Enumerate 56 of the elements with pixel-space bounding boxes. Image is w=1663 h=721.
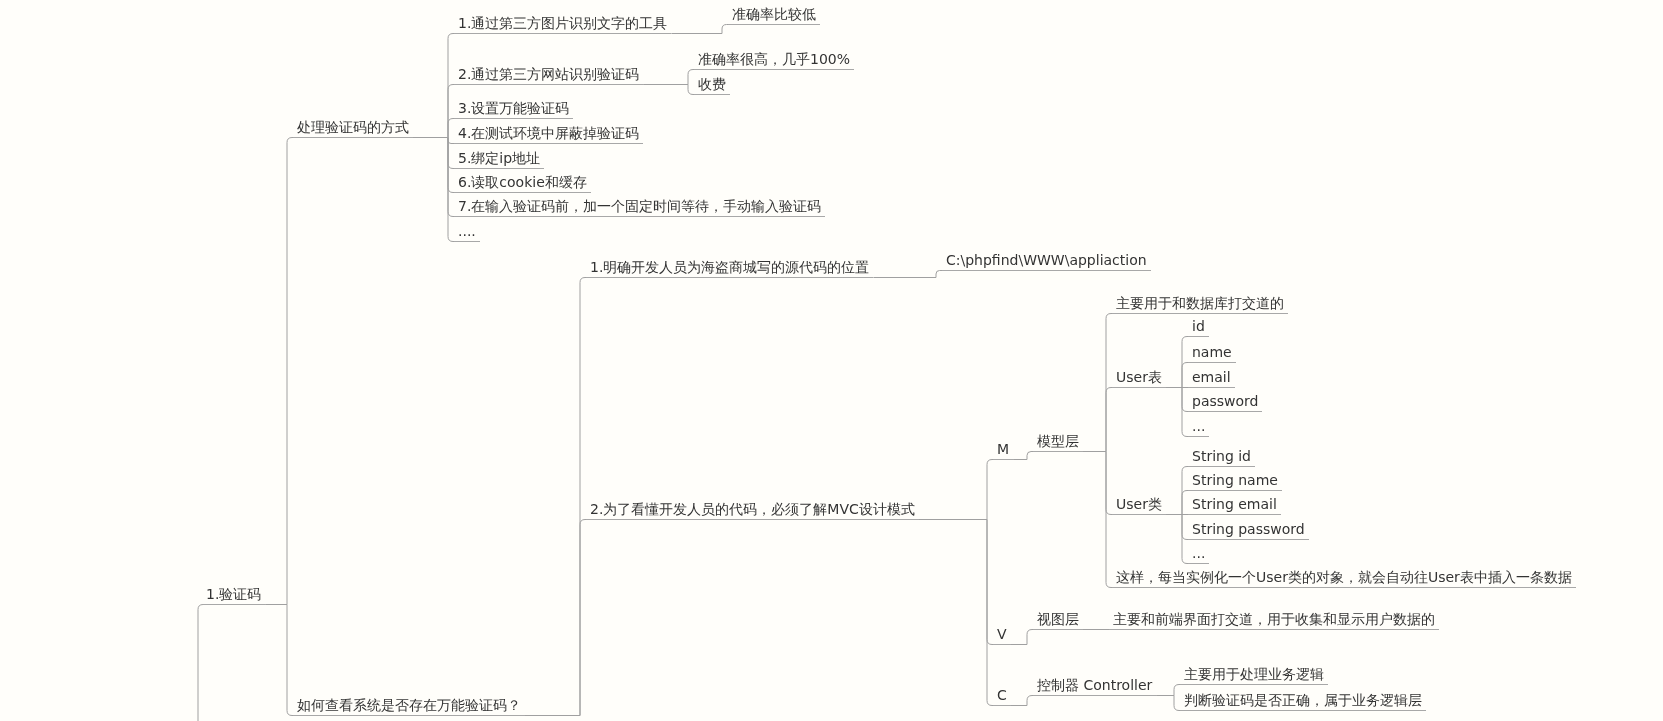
connector-line [264,604,294,716]
topic-node: password [1188,392,1263,412]
topic-node: String id [1188,447,1255,467]
topic-node: 处理验证码的方式 [293,118,413,138]
connector-line [642,84,695,95]
connector-line [670,24,729,34]
topic-node: 控制器 Controller [1033,676,1157,696]
topic-node: 2.为了看懂开发人员的代码，必须了解MVC设计模式 [586,500,919,520]
topic-node: 准确率比较低 [728,5,820,25]
topic-node: M [993,440,1014,460]
topic-node: 主要和前端界面打交道，用于收集和显示用户数据的 [1109,610,1439,630]
topic-node: 4.在测试环境中屏蔽掉验证码 [454,124,644,144]
connector-line [524,519,587,716]
topic-node: 1.验证码 [202,585,266,605]
topic-node: ... [1188,417,1210,437]
topic-node: User类 [1112,495,1166,515]
topic-node: 准确率很高，几乎100% [694,50,855,70]
topic-node: 主要用于和数据库打交道的 [1112,294,1288,314]
connector-line [1082,451,1113,588]
connector-line [872,270,943,278]
topic-node: id [1188,317,1209,337]
topic-node: 如何查看系统是否存在万能验证码？ [293,696,525,716]
connector-line [1012,451,1034,460]
topic-node: String password [1188,520,1309,540]
topic-node: .... [454,222,480,242]
connector-line [1010,629,1034,645]
connector-line [1165,387,1189,437]
topic-node: 视图层 [1033,610,1083,630]
topic-node: 1.通过第三方图片识别文字的工具 [454,14,672,34]
topic-node: 7.在输入验证码前，加一个固定时间等待，手动输入验证码 [454,197,826,217]
topic-node: 3.设置万能验证码 [454,99,574,119]
connector-line [1082,629,1110,630]
topic-node: User表 [1112,368,1166,388]
topic-node: email [1188,368,1235,388]
connector-line [412,137,455,242]
connector-line [1165,514,1189,564]
topic-node: 6.读取cookie和缓存 [454,173,591,193]
topic-node: 判断验证码是否正确，属于业务逻辑层 [1180,691,1426,711]
topic-node: V [993,625,1011,645]
connector-line [1155,695,1181,711]
topic-node: C [993,686,1011,706]
connector-line [1010,695,1034,706]
topic-node: C:\phpfind\WWW\appliaction [942,251,1151,271]
topic-node: name [1188,343,1236,363]
connector-line [197,604,204,721]
topic-node: 1.明确开发人员为海盗商城写的源代码的位置 [586,258,874,278]
topic-node: 收费 [694,75,730,95]
topic-node: ... [1188,544,1210,564]
connector-line [918,519,994,706]
topic-node: 2.通过第三方网站识别验证码 [454,65,644,85]
topic-node: 主要用于处理业务逻辑 [1180,665,1328,685]
topic-node: String email [1188,495,1281,515]
topic-node: 5.绑定ip地址 [454,149,545,169]
topic-node: 模型层 [1033,432,1083,452]
topic-node: String name [1188,471,1282,491]
topic-node: 这样，每当实例化一个User类的对象，就会自动往User表中插入一条数据 [1112,568,1576,588]
